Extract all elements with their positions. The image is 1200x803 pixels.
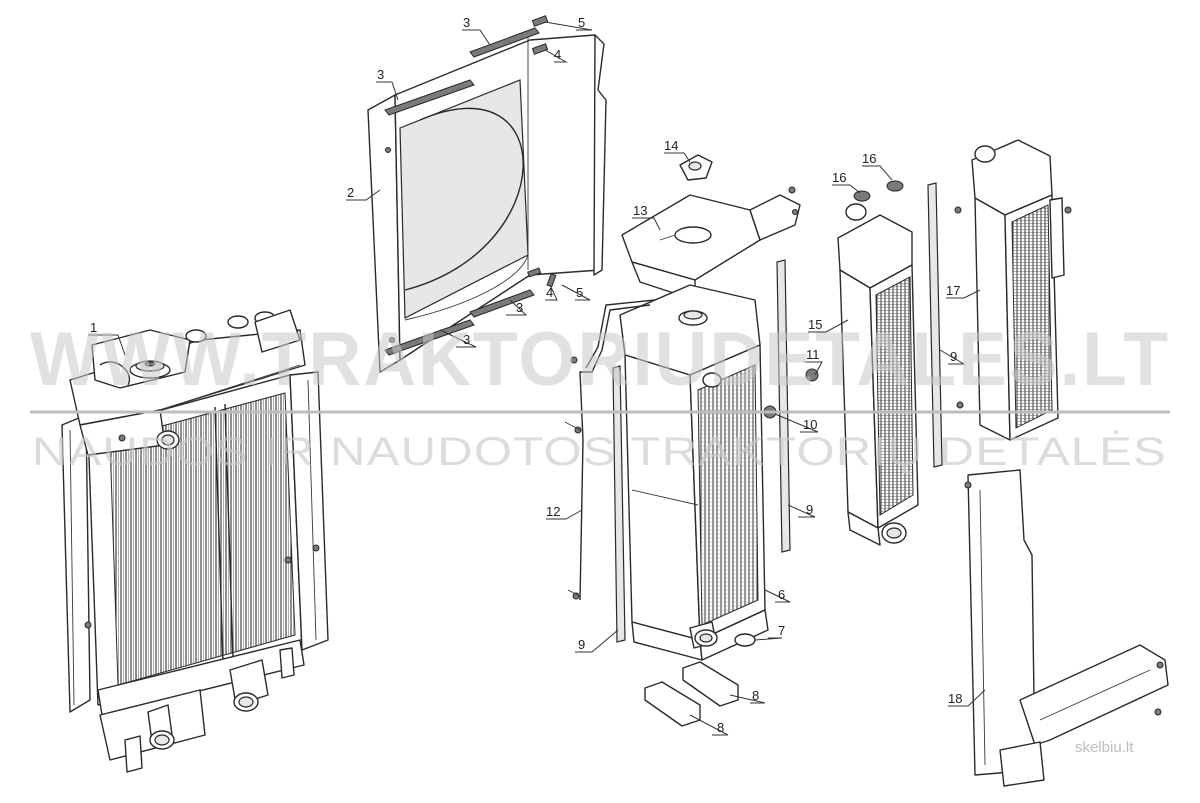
part-13-top-cover <box>621 186 801 301</box>
part-17-charge-cooler <box>954 139 1072 441</box>
callout-3: 3 <box>377 67 384 82</box>
callout-6: 6 <box>778 587 785 602</box>
callout-7: 7 <box>778 623 785 638</box>
part-2-fan-shroud <box>367 15 607 373</box>
callout-4: 4 <box>554 47 561 62</box>
callout-3: 3 <box>516 300 523 315</box>
callout-9: 9 <box>578 637 585 652</box>
callout-8: 8 <box>717 720 724 735</box>
callout-1: 1 <box>90 320 97 335</box>
part-7-grommet <box>734 633 756 647</box>
callout-17: 17 <box>946 283 960 298</box>
callout-14: 14 <box>664 138 678 153</box>
callout-11: 11 <box>806 347 820 362</box>
part-14-rubber-cap <box>679 154 713 181</box>
part-6-oil-cooler <box>619 284 769 661</box>
callout-9: 9 <box>806 502 813 517</box>
callout-8: 8 <box>752 688 759 703</box>
leader-lines <box>88 21 986 736</box>
callout-18: 18 <box>948 691 962 706</box>
part-1-radiator-assembly <box>61 309 329 773</box>
callout-labels: 1 2 3 3 3 3 4 4 5 5 6 7 8 8 9 9 9 10 11 … <box>90 15 962 735</box>
callout-5: 5 <box>578 15 585 30</box>
callout-12: 12 <box>546 504 560 519</box>
watermark-sub-text: NAUDOS IR NAUDOTOS TRAKTORIŲ DETALĖS <box>32 429 1167 474</box>
callout-3: 3 <box>463 332 470 347</box>
part-16-grommet-b <box>886 180 904 192</box>
callout-10: 10 <box>803 417 817 432</box>
callout-13: 13 <box>633 203 647 218</box>
callout-9: 9 <box>950 349 957 364</box>
callout-3: 3 <box>463 15 470 30</box>
watermark-corner-text: skelbiu.lt <box>1075 739 1134 756</box>
part-18-side-bracket <box>964 469 1169 787</box>
callout-16: 16 <box>862 151 876 166</box>
watermark-main-text: WWW.TRAKTORIUDETALES.LT <box>30 317 1170 402</box>
part-15-intercooler <box>837 203 919 546</box>
callout-4: 4 <box>546 285 553 300</box>
callout-15: 15 <box>808 317 822 332</box>
watermark: WWW.TRAKTORIUDETALES.LT NAUDOS IR NAUDOT… <box>30 317 1170 756</box>
callout-16: 16 <box>832 170 846 185</box>
part-8-brackets <box>644 661 739 727</box>
callout-5: 5 <box>576 285 583 300</box>
part-9-seal-strips <box>612 182 943 643</box>
part-11-nut <box>805 368 819 382</box>
part-12-hose-line <box>564 299 656 601</box>
callout-2: 2 <box>347 185 354 200</box>
part-16-grommet-a <box>853 190 871 202</box>
